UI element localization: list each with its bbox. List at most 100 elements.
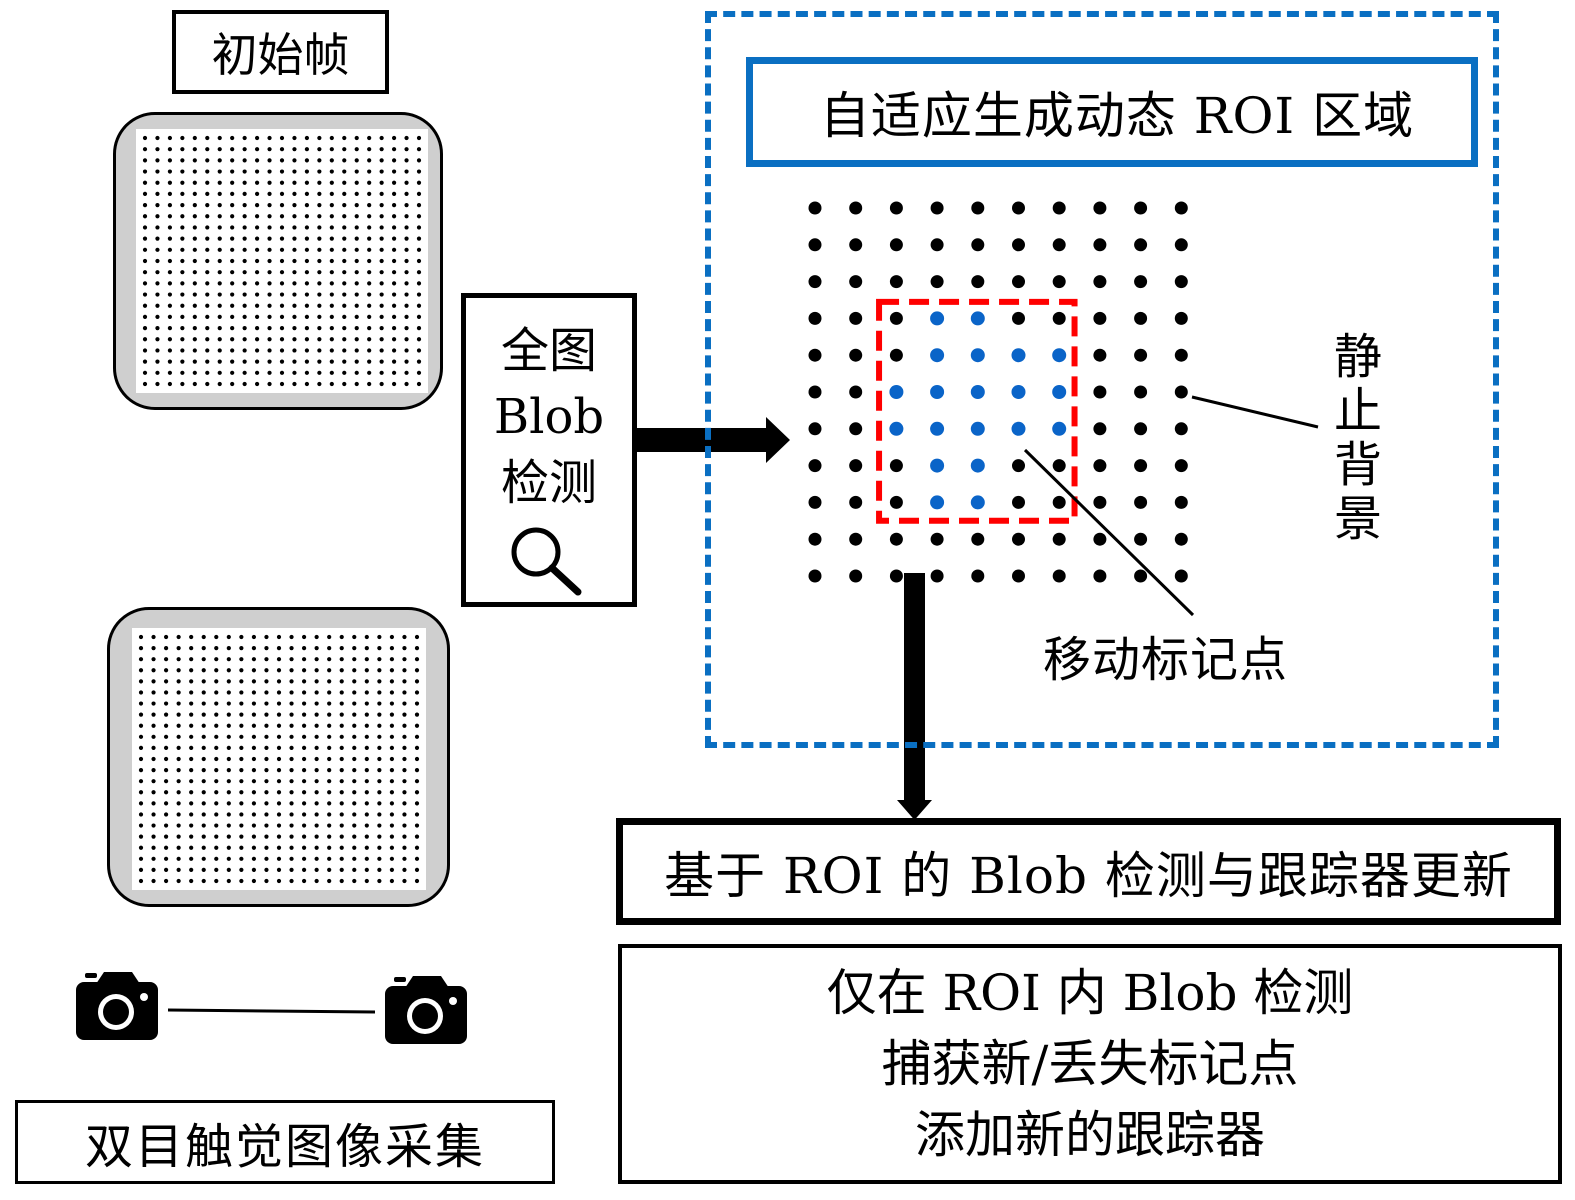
sensor-marker-dot <box>201 668 206 673</box>
sensor-marker-dot <box>414 634 420 640</box>
sensor-marker-dot <box>342 348 347 353</box>
sensor-marker-dot <box>176 679 181 684</box>
sensor-marker-dot <box>155 270 160 275</box>
sensor-marker-dot <box>339 834 344 839</box>
sensor-marker-dot <box>163 867 169 873</box>
sensor-marker-dot <box>391 135 397 141</box>
sensor-marker-dot <box>327 657 332 662</box>
sensor-marker-dot <box>389 767 395 773</box>
sensor-marker-dot <box>192 281 197 286</box>
sensor-marker-dot <box>226 701 231 706</box>
sensor-marker-dot <box>292 359 297 364</box>
sensor-marker-dot <box>176 812 181 817</box>
sensor-marker-dot <box>391 202 397 208</box>
sensor-marker-dot <box>301 634 307 640</box>
sensor-marker-dot <box>251 657 257 662</box>
sensor-marker-dot <box>354 314 359 320</box>
sensor-marker-dot <box>314 845 319 850</box>
sensor-marker-dot <box>327 712 332 717</box>
sensor-marker-dot <box>402 679 407 684</box>
static-marker-dot <box>889 348 903 362</box>
sensor-marker-dot <box>342 169 347 174</box>
sensor-marker-dot <box>367 325 372 331</box>
sensor-marker-dot <box>214 668 219 673</box>
sensor-marker-dot <box>239 723 244 728</box>
sensor-marker-dot <box>364 845 369 850</box>
sensor-marker-dot <box>180 270 185 275</box>
sensor-marker-dot <box>138 790 144 795</box>
sensor-marker-dot <box>301 668 307 673</box>
sensor-marker-dot <box>314 723 319 728</box>
moving-marker-dot <box>1011 348 1026 363</box>
sensor-marker-dot <box>339 878 344 884</box>
sensor-marker-dot <box>138 878 144 884</box>
sensor-marker-dot <box>379 270 384 275</box>
sensor-marker-dot <box>389 801 395 806</box>
static-marker-dot <box>808 201 822 215</box>
sensor-marker-dot <box>352 845 357 850</box>
sensor-marker-dot <box>317 247 322 252</box>
sensor-marker-dot <box>176 801 181 806</box>
sensor-marker-dot <box>416 236 422 241</box>
sensor-marker-dot <box>377 657 382 662</box>
sensor-marker-dot <box>230 348 235 353</box>
sensor-marker-dot <box>205 202 210 208</box>
sensor-marker-dot <box>239 690 244 695</box>
sensor-marker-dot <box>192 225 197 230</box>
sensor-marker-dot <box>264 812 269 817</box>
sensor-marker-dot <box>389 634 395 640</box>
sensor-marker-dot <box>254 381 260 387</box>
initial-frame-label: 初始帧 <box>172 10 389 94</box>
sensor-marker-dot <box>367 135 372 141</box>
sensor-marker-dot <box>142 147 148 152</box>
sensor-marker-dot <box>289 668 294 673</box>
sensor-marker-dot <box>367 247 372 252</box>
sensor-marker-dot <box>391 381 397 387</box>
sensor-marker-dot <box>339 801 344 806</box>
sensor-marker-dot <box>189 767 194 773</box>
sensor-marker-dot <box>314 834 319 839</box>
sensor-marker-dot <box>379 325 384 331</box>
sensor-marker-dot <box>339 690 344 695</box>
sensor-marker-dot <box>180 236 185 241</box>
sensor-marker-dot <box>379 214 384 219</box>
static-marker-dot <box>930 238 944 252</box>
sensor-marker-dot <box>367 359 372 364</box>
sensor-marker-dot <box>304 214 310 219</box>
sensor-marker-dot <box>314 657 319 662</box>
sensor-marker-dot <box>292 381 297 387</box>
sensor-marker-dot <box>264 756 269 762</box>
sensor-marker-dot <box>264 834 269 839</box>
sensor-marker-dot <box>251 701 257 706</box>
sensor-marker-dot <box>267 247 272 252</box>
sensor-marker-dot <box>289 845 294 850</box>
sensor-marker-dot <box>317 281 322 286</box>
sensor-marker-dot <box>329 214 334 219</box>
sensor-marker-dot <box>264 690 269 695</box>
sensor-marker-dot <box>289 645 294 651</box>
sensor-marker-dot <box>389 712 395 717</box>
sensor-marker-dot <box>155 236 160 241</box>
sensor-marker-dot <box>279 370 285 375</box>
sensor-marker-dot <box>391 281 397 286</box>
static-marker-dot <box>808 348 822 362</box>
sensor-marker-dot <box>352 856 357 861</box>
sensor-marker-dot <box>180 303 185 308</box>
sensor-marker-dot <box>201 856 206 861</box>
binocular-capture-text: 双目触觉图像采集 <box>84 1119 485 1175</box>
sensor-marker-dot <box>364 645 369 651</box>
sensor-marker-dot <box>230 303 235 308</box>
sensor-marker-dot <box>402 723 407 728</box>
sensor-marker-dot <box>289 779 294 784</box>
sensor-marker-dot <box>364 823 369 828</box>
sensor-marker-dot <box>391 258 397 264</box>
sensor-marker-dot <box>404 191 409 197</box>
sensor-marker-dot <box>267 258 272 264</box>
sensor-marker-dot <box>217 303 222 308</box>
sensor-marker-dot <box>416 359 422 364</box>
sensor-marker-dot <box>205 225 210 230</box>
static-marker-dot <box>1012 201 1025 215</box>
sensor-marker-dot <box>292 337 297 342</box>
sensor-marker-dot <box>339 756 344 762</box>
sensor-marker-dot <box>379 303 384 308</box>
